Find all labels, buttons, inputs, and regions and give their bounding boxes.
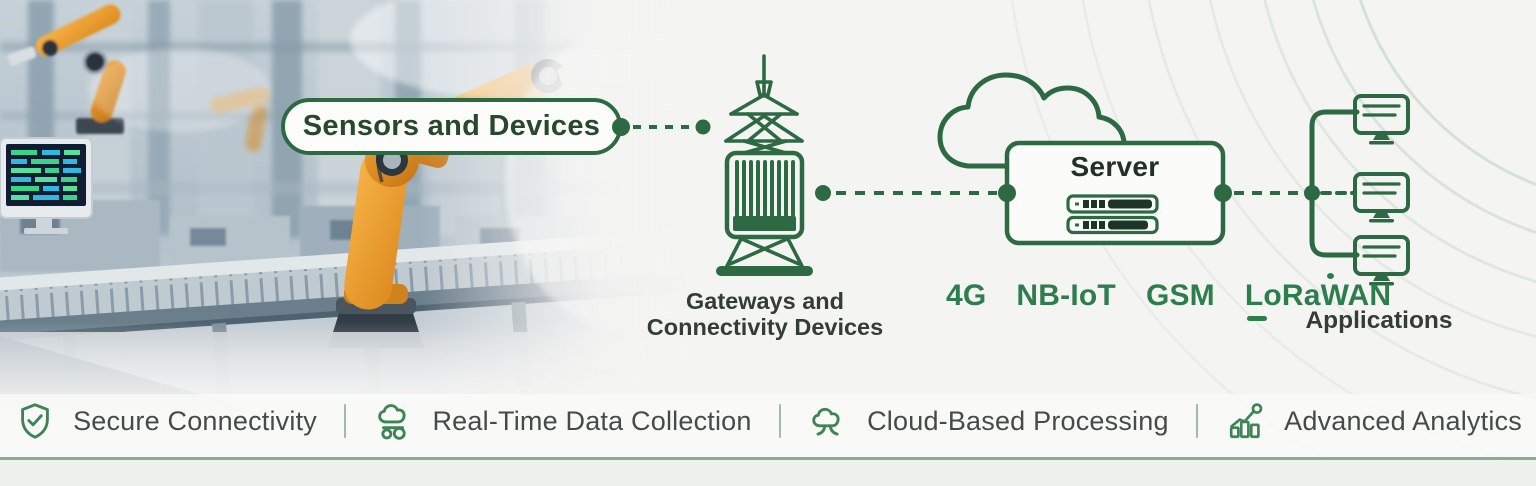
feature-secure-connectivity: Secure Connectivity xyxy=(14,400,317,442)
monitor-icon-middle xyxy=(1353,172,1410,223)
server-right-node xyxy=(1214,184,1232,202)
feature-bar: Secure Connectivity Real-Time Data Colle… xyxy=(0,396,1536,446)
protocol-gsm: GSM xyxy=(1145,279,1215,312)
footer-strip xyxy=(0,460,1536,486)
growth-chart-icon xyxy=(1230,403,1263,439)
gateways-label-line1: Gateways and xyxy=(685,288,845,314)
lorawan-dot-accent xyxy=(1326,273,1334,279)
feature-realtime-data: Real-Time Data Collection xyxy=(373,400,751,442)
feature-label: Cloud-Based Processing xyxy=(867,405,1169,436)
protocols-row: 4G NB-IoT GSM LoRaWAN xyxy=(946,273,1392,321)
feature-divider xyxy=(343,404,347,438)
server-label: Server xyxy=(1070,151,1160,182)
gateways-label: Gateways and Connectivity Devices xyxy=(638,288,892,340)
connector-sensors-gateway xyxy=(612,118,711,136)
cloud-realtime-icon xyxy=(378,404,407,440)
cloud-tree-icon xyxy=(812,407,840,436)
feature-cloud-processing: Cloud-Based Processing xyxy=(808,400,1169,442)
server-left-node xyxy=(998,184,1016,202)
feature-divider xyxy=(1195,404,1199,438)
lorawan-underline-accent xyxy=(1246,316,1267,321)
server-rack-icon xyxy=(1066,194,1159,235)
protocol-lorawan: LoRaWAN xyxy=(1244,273,1392,321)
monitor-icon-bottom xyxy=(1353,235,1410,286)
feature-label: Advanced Analytics xyxy=(1284,405,1522,436)
gateway-tower-icon xyxy=(716,54,813,276)
gateways-label-line2: Connectivity Devices xyxy=(646,314,884,340)
feature-advanced-analytics: Advanced Analytics xyxy=(1225,400,1522,442)
protocol-lorawan-text: LoRaWAN xyxy=(1244,279,1392,312)
shield-check-icon xyxy=(21,403,49,439)
sensors-label: Sensors and Devices xyxy=(302,110,601,142)
footer-band xyxy=(0,394,1536,458)
protocol-4g: 4G xyxy=(946,279,987,312)
feature-label: Secure Connectivity xyxy=(73,405,317,436)
applications-connector xyxy=(1304,109,1360,258)
connector-gateway-server xyxy=(815,185,997,201)
protocol-nbiot: NB-IoT xyxy=(1016,279,1116,312)
feature-divider xyxy=(778,404,782,438)
applications-label: Applications xyxy=(1305,307,1453,334)
feature-label: Real-Time Data Collection xyxy=(432,405,752,436)
monitor-icon-top xyxy=(1353,94,1410,145)
cloud-icon xyxy=(937,72,1127,169)
footer-accent-line xyxy=(0,457,1536,460)
